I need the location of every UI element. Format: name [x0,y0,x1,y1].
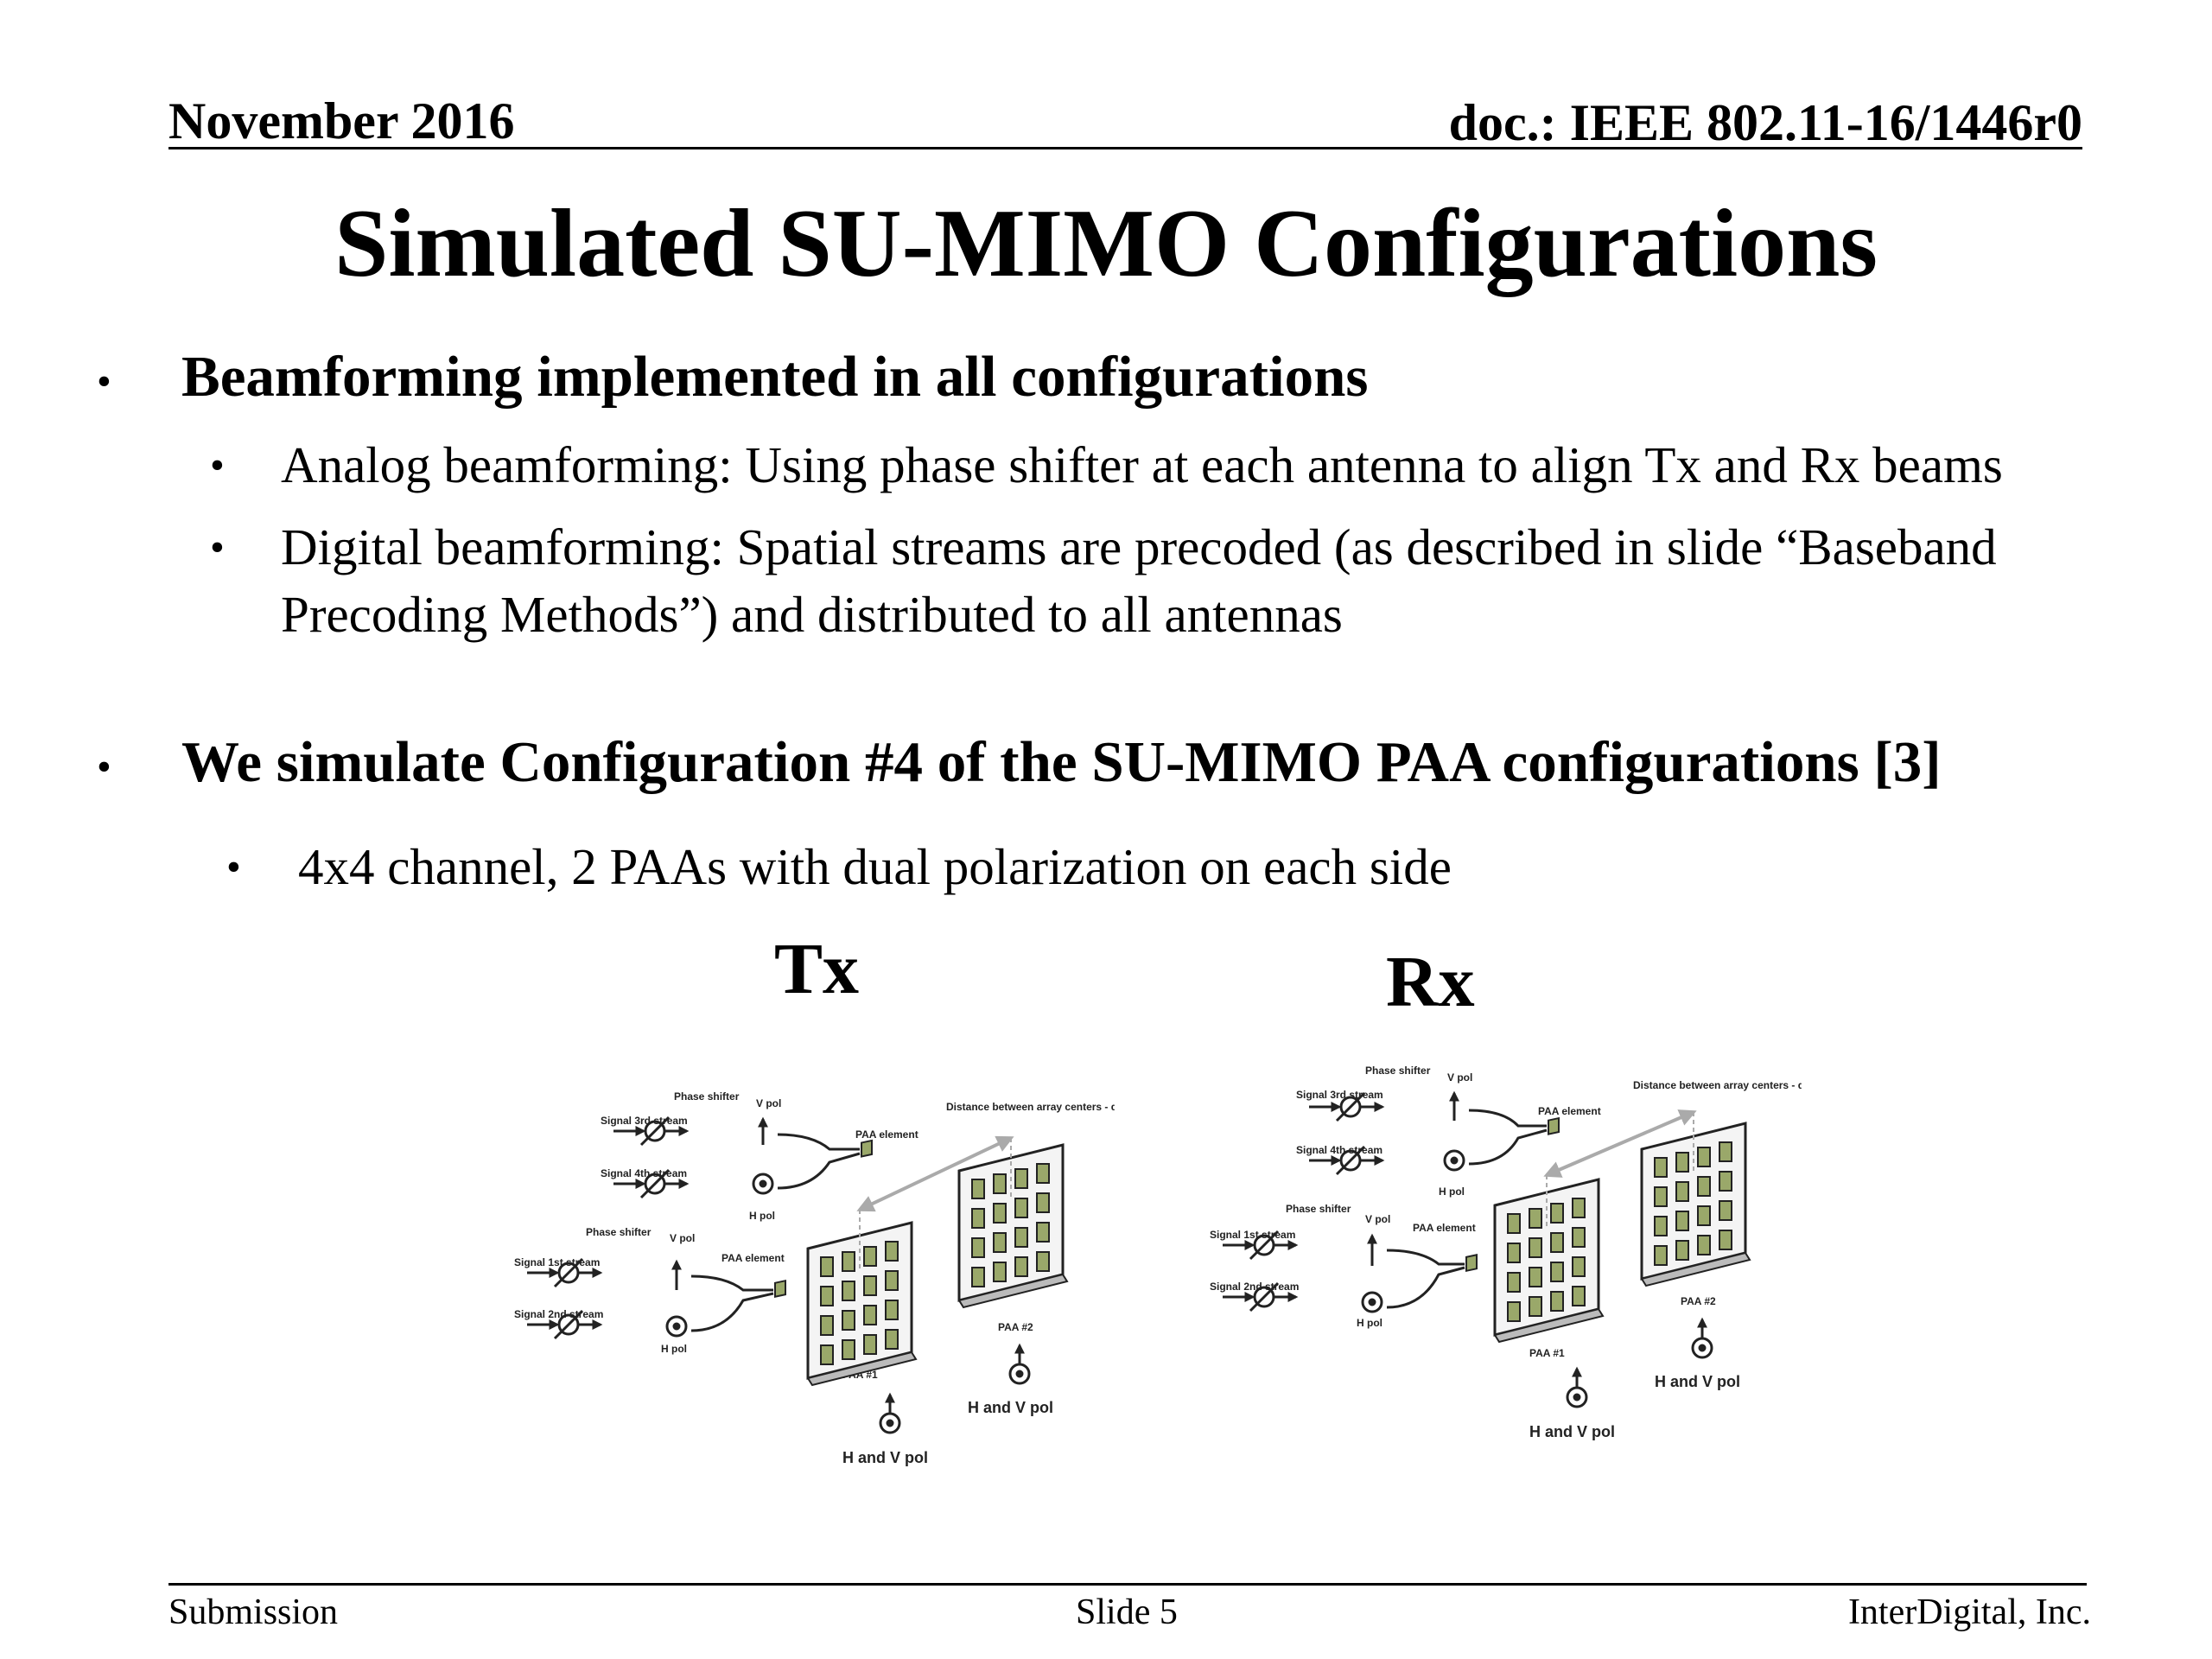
tx-paa1-panel [806,1221,918,1387]
bullet-marker: • [97,359,111,404]
header-doc-id: doc.: IEEE 802.11-16/1446r0 [1448,94,2082,151]
rx-diagram: Phase shifter V pol Signal 3rd stream Si… [1210,1065,1802,1440]
header-rule [168,147,2082,149]
rx-signal-d-label: Signal 2nd stream [1210,1281,1299,1293]
rx-paa-element-label: PAA element [1538,1105,1601,1117]
tx-signal-a-label: Signal 3rd stream [601,1115,688,1127]
rx-signal-a-label: Signal 3rd stream [1296,1089,1383,1101]
rx-paa-element-label-2: PAA element [1413,1222,1476,1234]
footer-submission: Submission [168,1592,339,1632]
sub-bullet-marker: • [210,524,225,570]
tx-v-pol-label-2: V pol [670,1232,695,1244]
rx-hv-pol-label-2: H and V pol [1655,1373,1740,1390]
tx-paa2-label: PAA #2 [998,1321,1033,1333]
rx-paa1-panel [1493,1178,1605,1344]
tx-signal-c-label: Signal 1st stream [514,1256,600,1268]
footer-slide-number: Slide 5 [1076,1592,1178,1632]
footer-rule [168,1583,2087,1586]
sub-bullet-marker: • [210,442,225,488]
header-date: November 2016 [168,92,515,149]
rx-v-pol-label: V pol [1447,1071,1472,1084]
tx-phase-shifter-label-2: Phase shifter [586,1226,652,1238]
rx-paa1-label: PAA #1 [1529,1347,1565,1359]
bullet-marker: • [97,744,111,790]
rx-phase-shifter-label-2: Phase shifter [1286,1203,1351,1215]
bullet-1-text: Beamforming implemented in all configura… [181,345,1369,409]
tx-h-pol-label-2: H pol [661,1343,687,1355]
rx-h-pol-label-2: H pol [1357,1317,1382,1329]
rx-h-pol-label: H pol [1439,1185,1465,1198]
tx-paa-element-label-2: PAA element [721,1252,785,1264]
rx-v-pol-label-2: V pol [1365,1213,1390,1225]
bullet-2-sub-1: 4x4 channel, 2 PAAs with dual polarizati… [298,838,1452,895]
bullet-2-text: We simulate Configuration #4 of the SU-M… [181,730,1942,794]
tx-v-pol-label: V pol [756,1097,781,1109]
tx-paa2-panel [957,1143,1069,1309]
sub-bullet-marker: • [226,844,241,890]
bullet-1-sub-1: Analog beamforming: Using phase shifter … [281,436,2003,493]
tx-hv-pol-label-2: H and V pol [968,1399,1053,1416]
slide-title: Simulated SU-MIMO Configurations [334,190,1878,297]
rx-signal-c-label: Signal 1st stream [1210,1229,1295,1241]
bullet-1-sub-2: Digital beamforming: Spatial streams are… [281,518,1997,643]
rx-hv-pol-label-1: H and V pol [1529,1423,1615,1440]
tx-signal-b-label: Signal 4th stream [601,1167,687,1179]
tx-distance-label: Distance between array centers - d [946,1101,1115,1113]
tx-hv-pol-label-1: H and V pol [842,1449,928,1466]
footer-company: InterDigital, Inc. [1847,1592,2091,1632]
tx-phase-shifter-label: Phase shifter [674,1090,740,1103]
rx-distance-label: Distance between array centers - d [1633,1079,1802,1091]
rx-label: Rx [1386,942,1475,1022]
tx-label: Tx [774,929,860,1009]
tx-signal-d-label: Signal 2nd stream [514,1308,603,1320]
rx-paa2-label: PAA #2 [1681,1295,1716,1307]
tx-paa-element-label: PAA element [855,1128,918,1141]
rx-paa2-panel [1640,1122,1751,1287]
tx-diagram: Phase shifter V pol Signal 3rd stream Si… [514,1090,1115,1466]
rx-phase-shifter-label: Phase shifter [1365,1065,1431,1077]
tx-h-pol-label: H pol [749,1210,775,1222]
rx-signal-b-label: Signal 4th stream [1296,1144,1382,1156]
